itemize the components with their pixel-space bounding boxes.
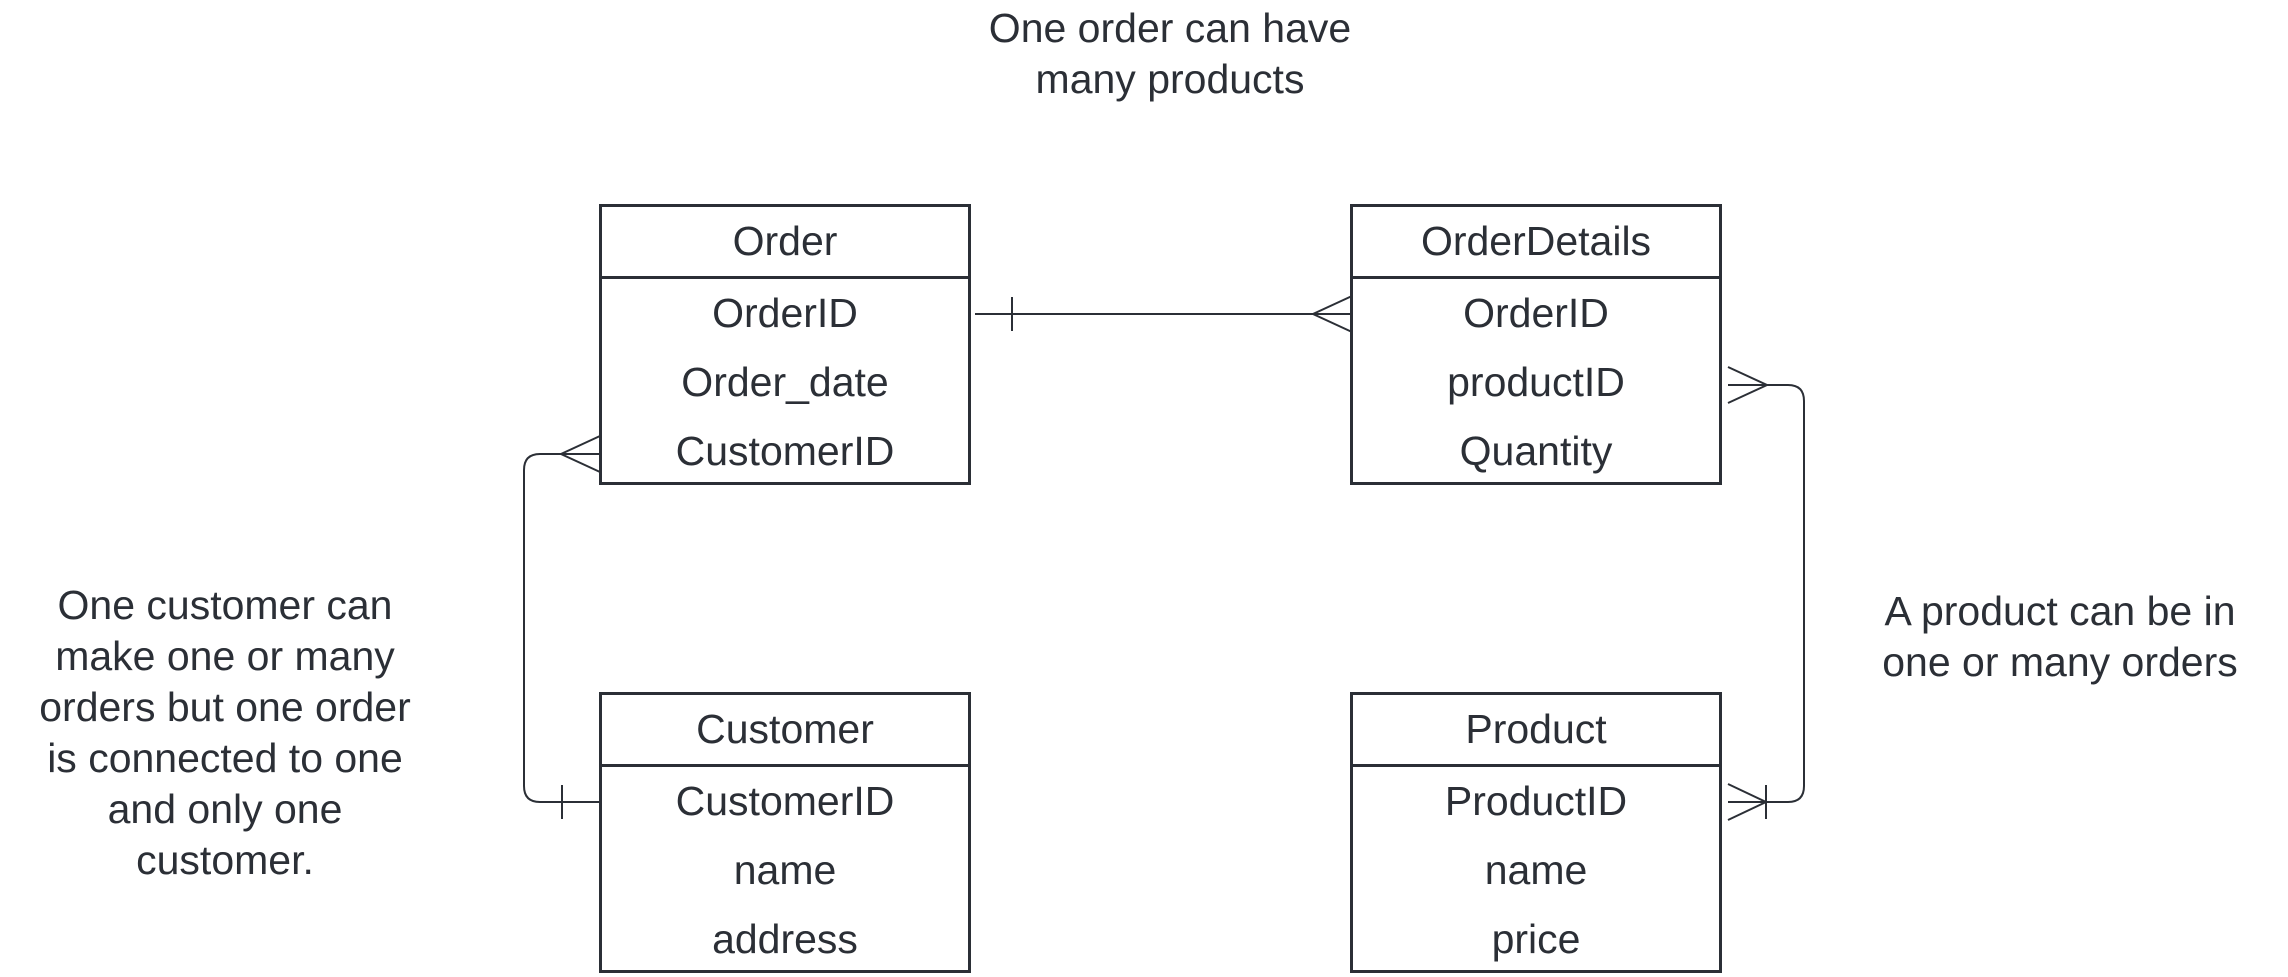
connector-line <box>523 453 600 803</box>
annotation-line: One order can have <box>988 5 1352 51</box>
crows-foot-marker <box>1310 295 1353 333</box>
annotation-line: customer. <box>136 837 314 883</box>
field-address: address <box>712 916 858 962</box>
field-customerid: CustomerID <box>675 778 895 824</box>
field-name: name <box>1484 847 1588 893</box>
annotation-line: A product can be in <box>1884 588 2236 634</box>
field-name: name <box>733 847 837 893</box>
field-customerid: CustomerID <box>675 428 895 474</box>
field-productid: productID <box>1447 359 1625 405</box>
annotation-product-orders: A product can be in one or many orders <box>1860 586 2260 688</box>
annotation-customer-orders: One customer can make one or many orders… <box>0 580 450 886</box>
relationship-order-orderdetails <box>975 295 1353 333</box>
relationship-product-orderdetails <box>1727 366 1805 821</box>
annotation-line: one or many orders <box>1882 639 2238 685</box>
entity-title: Product <box>1353 695 1719 767</box>
entity-title: Order <box>602 207 968 279</box>
entity-order-details[interactable]: OrderDetails OrderID productID Quantity <box>1350 204 1722 485</box>
field-price: price <box>1491 916 1581 962</box>
field-orderid: OrderID <box>712 290 858 336</box>
field-order-date: Order_date <box>681 359 889 405</box>
entity-title: OrderDetails <box>1353 207 1719 279</box>
field-orderid: OrderID <box>1463 290 1609 336</box>
entity-title: Customer <box>602 695 968 767</box>
field-productid: ProductID <box>1444 778 1628 824</box>
annotation-order-products: One order can have many products <box>900 3 1440 105</box>
annotation-line: many products <box>1035 56 1305 102</box>
annotation-line: make one or many <box>55 633 395 679</box>
crows-foot-marker <box>1727 366 1770 404</box>
annotation-line: is connected to one <box>47 735 403 781</box>
annotation-line: One customer can <box>57 582 393 628</box>
field-quantity: Quantity <box>1459 428 1613 474</box>
annotation-line: and only one <box>107 786 343 832</box>
annotation-line: orders but one order <box>39 684 411 730</box>
crows-foot-marker <box>1727 783 1769 821</box>
relationship-customer-order <box>523 435 601 819</box>
entity-customer[interactable]: Customer CustomerID name address <box>599 692 971 973</box>
entity-product[interactable]: Product ProductID name price <box>1350 692 1722 973</box>
connector-line <box>1728 384 1805 803</box>
crows-foot-marker <box>558 435 601 473</box>
entity-order[interactable]: Order OrderID Order_date CustomerID <box>599 204 971 485</box>
